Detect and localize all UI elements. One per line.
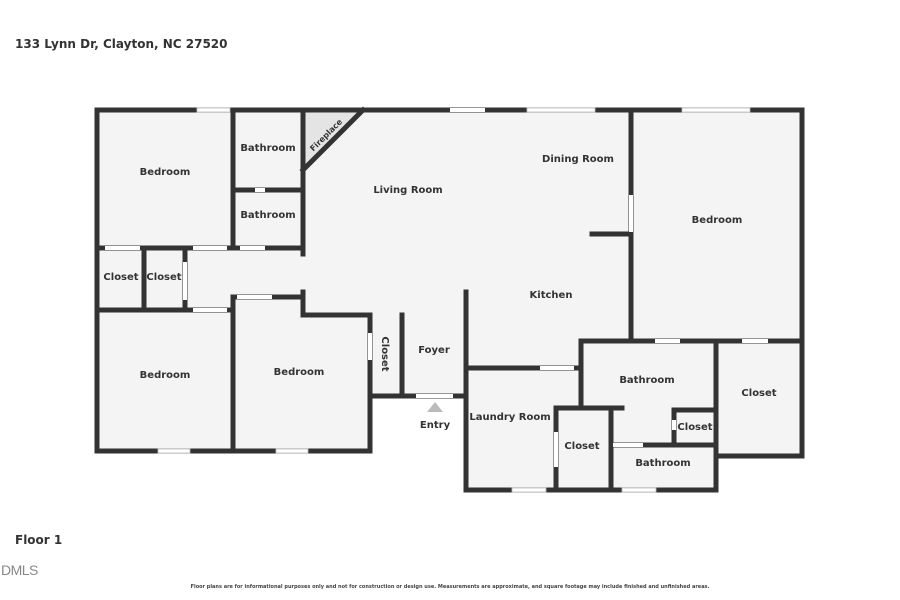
entry-arrow-icon <box>427 402 443 412</box>
room-label: Closet <box>564 441 599 452</box>
room-label: Living Room <box>373 185 442 196</box>
room-label: Bedroom <box>692 215 743 226</box>
room-label: Dining Room <box>542 154 614 165</box>
room-label: Laundry Room <box>469 412 550 423</box>
room-label: Closet <box>741 388 776 399</box>
room-label: Bathroom <box>619 375 674 386</box>
room-label: Entry <box>420 420 451 431</box>
room-label: Closet <box>146 272 181 283</box>
room-label: Foyer <box>418 345 450 356</box>
room-label: Kitchen <box>530 290 573 301</box>
disclaimer: Floor plans are for informational purpos… <box>190 584 710 590</box>
room-label: Bedroom <box>140 370 191 381</box>
floor-label: Floor 1 <box>15 533 63 547</box>
door-openings <box>105 108 768 467</box>
room-label: Bathroom <box>240 143 295 154</box>
windows <box>157 107 751 493</box>
property-address: 133 Lynn Dr, Clayton, NC 27520 <box>15 37 228 51</box>
room-label: Bedroom <box>274 367 325 378</box>
floor-area <box>97 110 802 490</box>
room-label: Bedroom <box>140 167 191 178</box>
room-label: Bathroom <box>240 210 295 221</box>
room-label: Closet <box>677 422 712 433</box>
mls-logo: DMLS <box>1 562 38 578</box>
room-label: Bathroom <box>635 458 690 469</box>
room-label: Closet <box>103 272 138 283</box>
room-label: Closet <box>379 336 390 371</box>
